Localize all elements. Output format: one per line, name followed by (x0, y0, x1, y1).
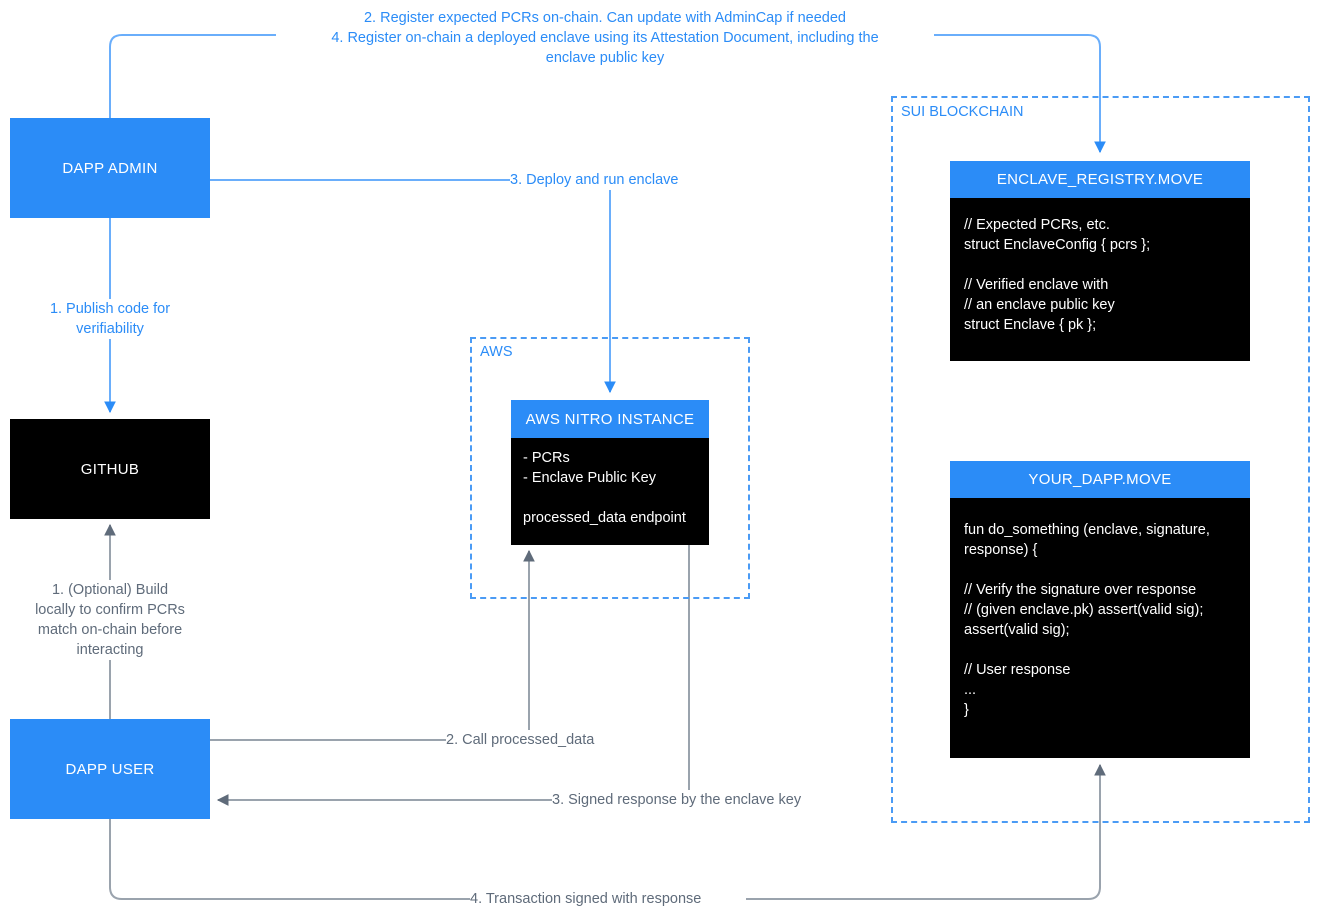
node-dapp-user-label: DAPP USER (65, 760, 155, 778)
edge-label-deploy-run-enclave: 3. Deploy and run enclave (510, 170, 716, 190)
card-enclave-registry-move-body: // Expected PCRs, etc. struct EnclaveCon… (950, 198, 1250, 361)
node-dapp-admin[interactable]: DAPP ADMIN (10, 118, 210, 218)
node-github-label: GITHUB (80, 460, 140, 478)
group-aws (470, 337, 750, 599)
card-enclave-registry-move[interactable]: ENCLAVE_REGISTRY.MOVE // Expected PCRs, … (950, 161, 1250, 361)
group-sui-blockchain (891, 96, 1310, 823)
edge-label-transaction-signed: 4. Transaction signed with response (470, 889, 746, 909)
card-enclave-registry-move-title: ENCLAVE_REGISTRY.MOVE (950, 161, 1250, 198)
node-dapp-admin-label: DAPP ADMIN (62, 159, 158, 177)
edge-label-build-locally: 1. (Optional) Build locally to confirm P… (16, 580, 204, 660)
card-your-dapp-move[interactable]: YOUR_DAPP.MOVE fun do_something (enclave… (950, 461, 1250, 758)
edge-label-publish-code: 1. Publish code for verifiability (30, 299, 190, 339)
group-aws-label: AWS (477, 344, 517, 360)
edge-label-call-processed-data: 2. Call processed_data (446, 730, 622, 750)
card-aws-nitro-instance-body: - PCRs - Enclave Public Key processed_da… (511, 438, 709, 545)
card-your-dapp-move-title: YOUR_DAPP.MOVE (950, 461, 1250, 498)
node-github[interactable]: GITHUB (10, 419, 210, 519)
edge-label-signed-response: 3. Signed response by the enclave key (552, 790, 842, 810)
node-dapp-user[interactable]: DAPP USER (10, 719, 210, 819)
card-your-dapp-move-body: fun do_something (enclave, signature, re… (950, 498, 1250, 758)
edge-label-register-pcrs-onchain: 2. Register expected PCRs on-chain. Can … (276, 8, 934, 68)
card-aws-nitro-instance[interactable]: AWS NITRO INSTANCE - PCRs - Enclave Publ… (511, 400, 709, 545)
card-aws-nitro-instance-title: AWS NITRO INSTANCE (511, 400, 709, 438)
group-sui-blockchain-label: SUI BLOCKCHAIN (898, 104, 1028, 120)
